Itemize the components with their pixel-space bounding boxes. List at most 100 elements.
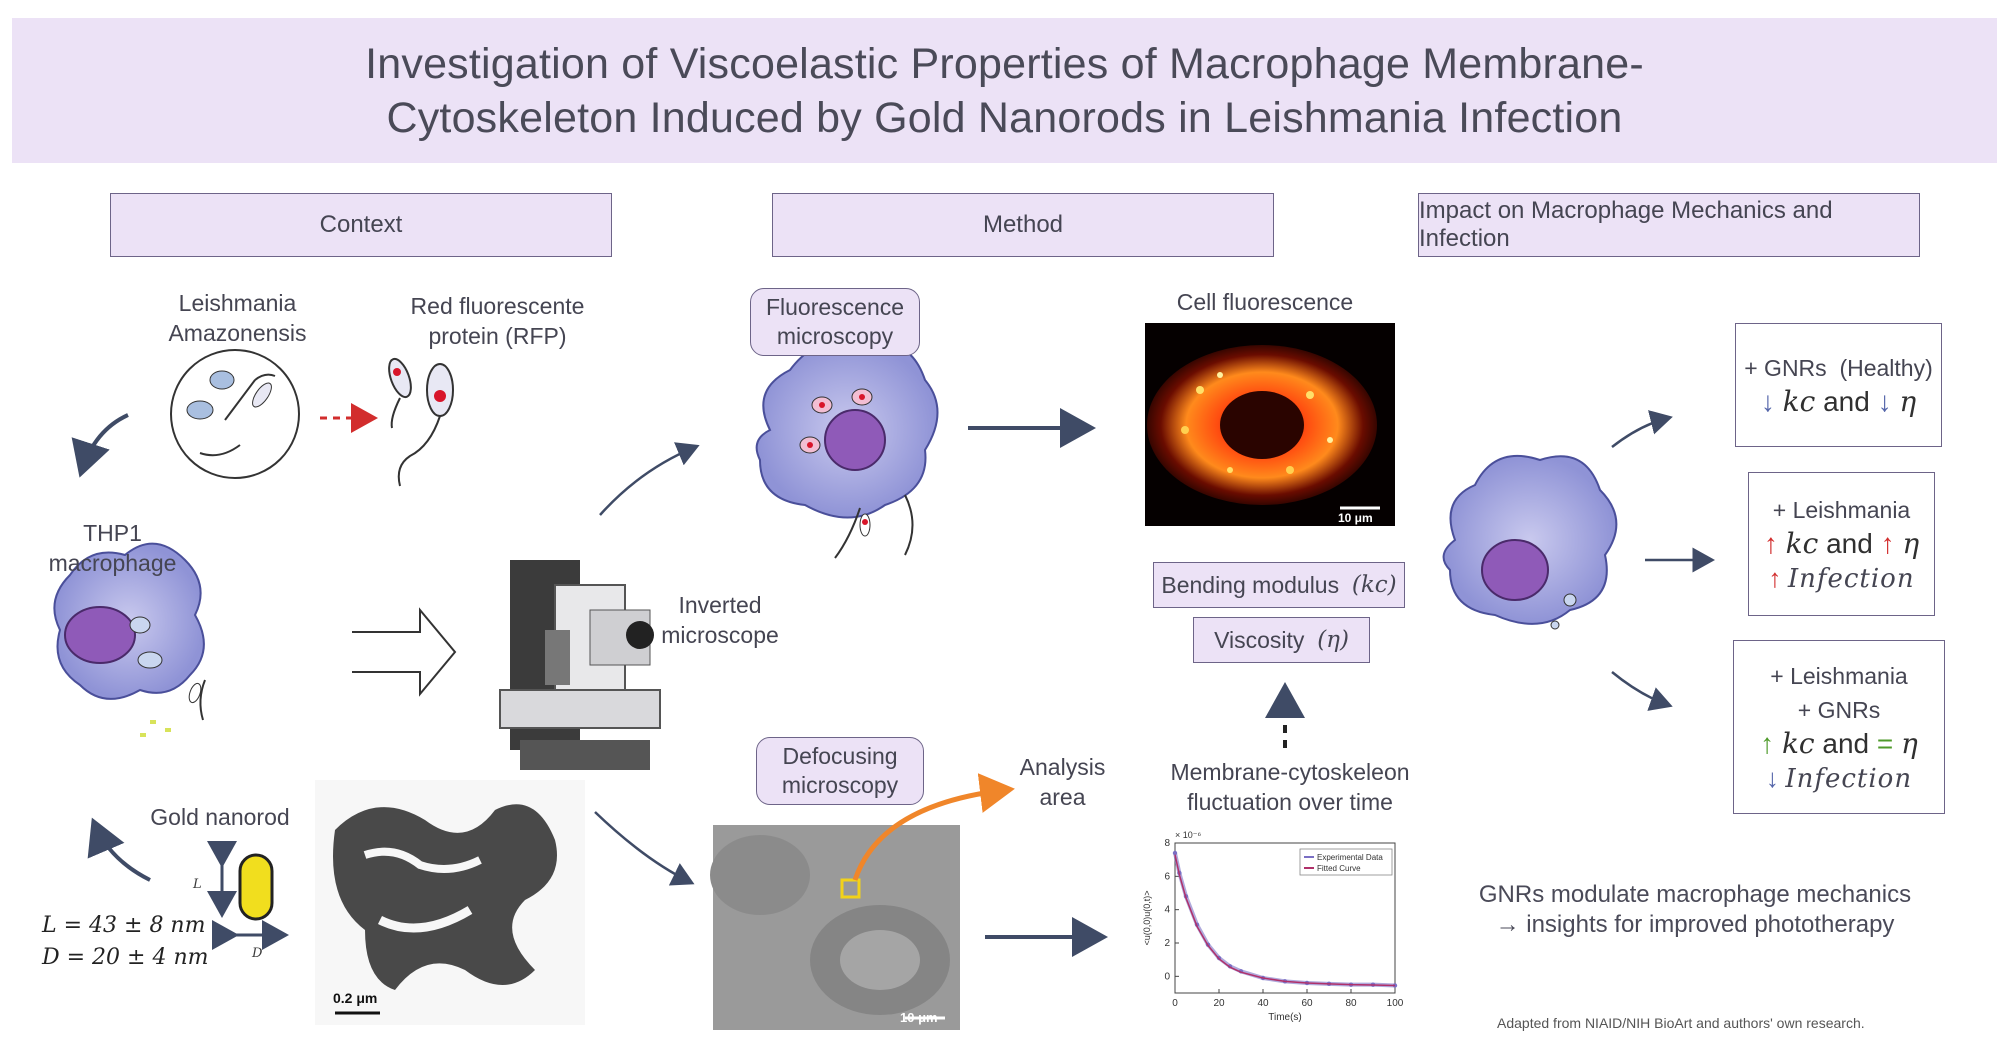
- down-arrow-icon: ↓: [1765, 762, 1779, 793]
- leishmania-label-line2: Amazonensis: [168, 320, 307, 346]
- to-defocusing-arrow: [594, 811, 695, 886]
- rfp-parasite-illustration: [388, 357, 454, 487]
- infection-text: Infection: [1785, 763, 1913, 794]
- gold-nanorod-label: Gold nanorod: [150, 804, 290, 830]
- up-arrow-icon: ↑: [1760, 727, 1775, 759]
- to-fluorescence-arrow: [599, 442, 700, 516]
- and-text: and: [1822, 727, 1870, 759]
- chart-legend-box: [1299, 848, 1393, 876]
- eta-symbol: η: [1899, 385, 1917, 418]
- chart-y-exponent: × 10⁻⁶: [1175, 830, 1202, 840]
- up-arrow-icon: ↑: [1763, 527, 1778, 559]
- defocusing-image: [710, 825, 960, 1030]
- viscosity-label: Viscosity: [1214, 626, 1305, 653]
- result-healthy-box: + GNRs (Healthy) ↓ kc and ↓ η: [1735, 323, 1942, 447]
- takeaway-line1: GNRs modulate macrophage mechanics: [1478, 881, 1912, 908]
- eta-symbol: η: [1901, 726, 1918, 760]
- and-text: and: [1823, 386, 1870, 417]
- dim-l-label: L: [193, 877, 202, 892]
- gold-nanorod-illustration: [207, 841, 289, 950]
- analysis-line1: Analysis: [1019, 754, 1106, 780]
- leishmania-infection: ↑ Infection: [1768, 561, 1914, 596]
- healthy-tag: (Healthy): [1839, 355, 1933, 381]
- chart-y-tick-label: 8: [1164, 838, 1170, 849]
- title-line-2: Cytoskeleton Induced by Gold Nanorods in…: [386, 93, 1623, 142]
- up-arrow-icon: ↑: [1880, 527, 1895, 559]
- up-arrow-icon: ↑: [1768, 562, 1782, 593]
- leishmania-gnrs-effects: ↑ kc and = η: [1760, 727, 1918, 761]
- infection-text: Infection: [1787, 563, 1915, 594]
- healthy-label: + GNRs: [1744, 355, 1827, 381]
- chart-point-experimental: [1172, 850, 1178, 856]
- cell-fluorescence-label: Cell fluorescence: [1176, 289, 1354, 315]
- rfp-label-line1: Red fluorescente: [410, 293, 585, 319]
- formula-diameter: D = 20 ± 4 nm: [42, 945, 209, 970]
- and-text: and: [1826, 527, 1873, 559]
- leishmania-illustration: [170, 349, 300, 479]
- kc-symbol: kc: [1785, 526, 1819, 560]
- impact-macrophage-illustration: [1442, 454, 1618, 630]
- chart-x-tick-label: 100: [1387, 998, 1404, 1009]
- healthy-effects: ↓ kc and ↓ η: [1761, 385, 1916, 419]
- section-impact: Impact on Macrophage Mechanics and Infec…: [1418, 193, 1920, 257]
- equal-icon: =: [1876, 727, 1894, 759]
- section-context: Context: [110, 193, 612, 257]
- defocusing-microscopy-bubble: Defocusing microscopy: [756, 737, 924, 805]
- tem-scale-label: 0.2 μm: [333, 990, 378, 1006]
- thp1-label-line1: THP1: [83, 520, 142, 546]
- inverted-line2: microscope: [661, 622, 779, 648]
- chart-x-tick-label: 80: [1345, 998, 1357, 1009]
- fluorescence-microscopy-bubble: Fluorescence microscopy: [750, 288, 920, 356]
- chart-x-tick-label: 40: [1257, 998, 1269, 1009]
- takeaway-line2: → insights for improved phototherapy: [1495, 911, 1895, 938]
- formula-length: L = 43 ± 8 nm: [42, 913, 206, 938]
- thp1-macrophage-illustration: [53, 542, 206, 737]
- thp1-label: THP1 macrophage: [40, 518, 185, 578]
- kc-symbol: kc: [1781, 726, 1815, 760]
- section-method: Method: [772, 193, 1274, 257]
- to-healthy-arrow: [1611, 410, 1673, 448]
- chart-y-tick-label: 6: [1164, 871, 1170, 882]
- analysis-area-arrow: [852, 773, 1015, 881]
- chart-y-axis-label: <u(0,0)u(0,t)>: [1142, 890, 1152, 945]
- leishmania-gnrs-line2: + GNRs: [1797, 696, 1881, 723]
- result-leishmania-gnrs-box: + Leishmania + GNRs ↑ kc and = η ↓ Infec…: [1733, 640, 1945, 814]
- thp1-label-line2: macrophage: [48, 550, 177, 576]
- fluctuation-line1: Membrane-cytoskeleon: [1170, 759, 1410, 785]
- fluorescence-line2: microscopy: [776, 323, 894, 349]
- leishmania-gnrs-line1: + Leishmania: [1770, 662, 1908, 689]
- leishmania-effects: ↑ kc and ↑ η: [1764, 527, 1919, 561]
- defocus-scale-label: 10 μm: [900, 1010, 938, 1025]
- fluctuation-label: Membrane-cytoskeleon fluctuation over ti…: [1165, 757, 1415, 817]
- takeaway-text: GNRs modulate macrophage mechanics → ins…: [1455, 880, 1935, 940]
- fluorescence-line1: Fluorescence: [765, 294, 905, 320]
- nanorod-tem-image: [315, 780, 585, 1025]
- leishmania-label: Leishmania Amazonensis: [155, 288, 320, 348]
- fluctuation-line2: fluctuation over time: [1187, 789, 1393, 815]
- to-leishmania-gnrs-arrow: [1611, 671, 1673, 711]
- analysis-area-marker: [840, 878, 861, 899]
- chart-series-fitted-line: [1174, 854, 1396, 987]
- chart-x-tick-label: 60: [1301, 998, 1313, 1009]
- viscosity-box: Viscosity (η): [1193, 617, 1370, 663]
- nanorod-treatment-arrow: [87, 817, 151, 882]
- chart-y-tick-label: 4: [1164, 905, 1170, 916]
- microscope-illustration: [499, 560, 661, 770]
- analysis-line2: area: [1039, 784, 1086, 810]
- bending-modulus-box: Bending modulus (kc): [1153, 562, 1405, 608]
- chart-legend-label: Fitted Curve: [1317, 864, 1361, 873]
- defocusing-line2: microscopy: [781, 772, 899, 798]
- chart-y-tick-label: 0: [1164, 971, 1170, 982]
- title-line-1: Investigation of Viscoelastic Properties…: [365, 39, 1644, 88]
- chart-x-tick-label: 0: [1172, 998, 1178, 1009]
- inverted-line1: Inverted: [678, 592, 762, 618]
- hollow-arrow: [352, 607, 457, 697]
- fluorescence-image: [1145, 323, 1395, 526]
- leishmania-gnrs-infection: ↓ Infection: [1766, 761, 1912, 796]
- fluorescent-macrophage-illustration: [755, 339, 939, 559]
- viscosity-symbol: (η): [1317, 627, 1349, 653]
- rfp-label-line2: protein (RFP): [428, 323, 567, 349]
- bending-label: Bending modulus: [1161, 571, 1340, 598]
- bending-symbol: (kc): [1351, 572, 1397, 598]
